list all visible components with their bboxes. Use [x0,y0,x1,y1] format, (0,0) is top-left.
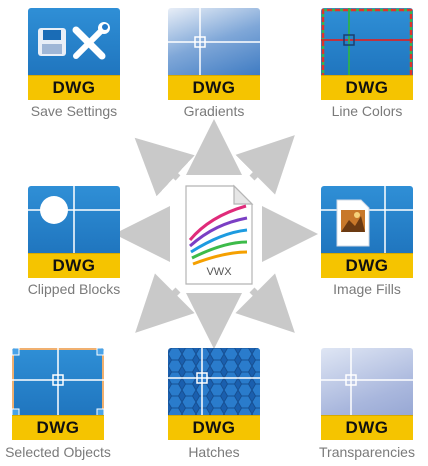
tile-line-colors: DWG [321,8,413,100]
caption-image-fills: Image Fills [333,281,401,297]
arrow-to-selected-objects [135,273,195,333]
arrow-to-transparencies [235,273,295,333]
arrow-to-line-colors [235,135,295,195]
vwx-label: VWX [206,266,232,278]
caption-clipped-blocks: Clipped Blocks [27,281,121,297]
selected-objects-icon [12,348,104,416]
dwg-badge: DWG [321,253,413,278]
clipped-blocks-icon [28,186,120,254]
dwg-badge: DWG [168,75,260,100]
caption-selected-objects: Selected Objects [5,444,111,460]
dwg-badge: DWG [28,75,120,100]
dwg-badge: DWG [12,415,104,440]
tile-gradients: DWG [168,8,260,100]
tile-hatches: DWG [168,348,260,440]
tile-clipped-blocks: DWG [28,186,120,278]
dwg-badge: DWG [168,415,260,440]
tile-save-settings: DWG [28,8,120,100]
transparencies-icon [321,348,413,416]
dwg-badge: DWG [28,253,120,278]
caption-transparencies: Transparencies [319,444,415,460]
caption-line-colors: Line Colors [331,103,403,119]
tile-image-fills: DWG [321,186,413,278]
hatches-icon [168,348,260,416]
dwg-badge: DWG [321,75,413,100]
dwg-badge: DWG [321,415,413,440]
caption-gradients: Gradients [183,103,245,119]
arrow-to-save-settings [134,137,195,197]
gradient-crosshair-icon [168,8,260,76]
save-settings-icon [38,22,110,60]
tile-transparencies: DWG [321,348,413,440]
caption-hatches: Hatches [188,444,240,460]
line-colors-icon [321,8,413,76]
tile-selected-objects: DWG [12,348,104,440]
image-fills-icon [321,186,413,254]
caption-save-settings: Save Settings [30,103,118,119]
